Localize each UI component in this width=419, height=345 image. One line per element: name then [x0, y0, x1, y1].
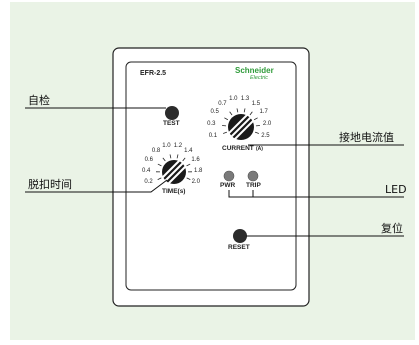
time-scale-tick: [157, 163, 162, 167]
callout-reset: 复位: [381, 222, 403, 235]
current-knob: [227, 113, 255, 141]
current-scale-label: 1.0: [229, 95, 238, 102]
current-scale-tick: [249, 111, 253, 116]
time-scale-tick: [186, 163, 191, 167]
current-scale-label: 2.0: [262, 120, 272, 127]
test-button: [165, 106, 179, 120]
time-scale-tick: [186, 177, 191, 180]
trip-label: TRIP: [246, 182, 261, 189]
current-scale-label: 2.5: [261, 132, 270, 139]
time-scale-tick: [157, 177, 162, 180]
current-scale-tick: [243, 108, 246, 113]
current-scale-tick: [223, 131, 228, 134]
current-scale-label: 0.3: [207, 120, 216, 127]
time-scale-label: 1.0: [162, 142, 171, 149]
time-knob: [161, 159, 187, 185]
current-scale-tick: [224, 117, 229, 121]
time-scale-label: 0.4: [142, 167, 151, 174]
current-label: CURRENT: [222, 145, 254, 152]
current-scale-label: 1.7: [259, 109, 268, 116]
callout-line-led: [228, 190, 404, 198]
callout-self-test: 自检: [28, 94, 50, 107]
pwr-led: [223, 170, 235, 182]
model-label: EFR-2.5: [140, 70, 167, 77]
pwr-label: PWR: [220, 182, 236, 189]
callout-line-trip-time: [25, 179, 168, 193]
time-scale-label: 1.8: [193, 167, 203, 174]
time-scale-label: 1.4: [184, 147, 193, 154]
current-scale-tick: [254, 131, 259, 134]
reset-label: RESET: [228, 244, 250, 251]
current-scale-label: 0.7: [218, 100, 227, 107]
relay-front-panel: [125, 61, 297, 291]
time-scale-label: 1.6: [191, 156, 200, 163]
time-scale-label: 0.6: [144, 156, 153, 163]
time-scale-tick: [162, 157, 166, 162]
time-scale-tick: [169, 154, 172, 159]
current-unit: (A): [256, 146, 263, 152]
time-scale-tick: [176, 154, 179, 159]
current-scale-tick: [236, 108, 239, 113]
test-label: TEST: [163, 120, 180, 127]
current-scale-tick: [253, 117, 258, 121]
current-scale-label: 0.5: [210, 109, 219, 116]
callout-led: LED: [385, 183, 407, 196]
brand-sub: Electric: [250, 75, 269, 81]
callout-ground-current: 接地电流值: [339, 131, 394, 144]
time-scale-label: 0.2: [144, 178, 153, 185]
current-scale-tick: [229, 111, 233, 116]
time-scale-tick: [182, 157, 186, 162]
current-scale-label: 0.1: [208, 132, 218, 139]
time-scale-label: 0.8: [151, 147, 161, 154]
brand-logo: Schneider: [235, 66, 274, 75]
reset-button: [233, 229, 247, 243]
time-label: TIME(s): [162, 188, 186, 195]
current-scale-label: 1.5: [251, 100, 261, 107]
trip-led: [247, 170, 259, 182]
callout-trip-time: 脱扣时间: [28, 178, 72, 191]
time-scale-label: 1.2: [173, 142, 183, 149]
current-scale-label: 1.3: [240, 95, 250, 102]
time-scale-label: 2.0: [191, 178, 200, 185]
